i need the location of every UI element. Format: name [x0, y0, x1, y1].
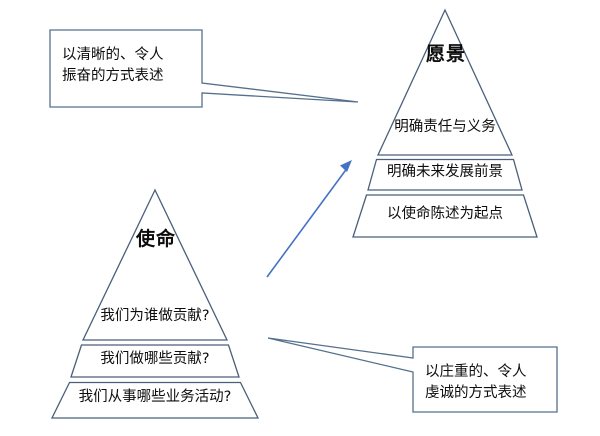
mission-pyramid-shape[interactable] [50, 188, 260, 419]
mission-to-vision-arrow [266, 160, 352, 278]
vision-band-3-label: 以使命陈述为起点 [387, 206, 503, 222]
vision-pyramid-shape[interactable] [352, 8, 538, 238]
vision-callout-text: 以清晰的、令人 振奋的方式表述 [62, 47, 164, 85]
mission-band-2-label: 我们做哪些贡献? [100, 351, 210, 367]
vision-band-1-label: 明确责任与义务 [394, 119, 496, 135]
mission-band-1-shape[interactable] [81, 188, 229, 341]
mission-band-3-label: 我们从事哪些业务活动? [78, 389, 232, 405]
mission-callout-shape[interactable] [267, 337, 558, 413]
mission-band-2-shape[interactable] [70, 344, 240, 378]
vision-callout-shape[interactable] [49, 29, 359, 108]
mission-band-1-label: 我们为谁做贡献? [100, 308, 210, 324]
vision-band-3-shape[interactable] [352, 194, 538, 238]
mission-pyramid-title: 使命 [135, 228, 177, 250]
vision-band-2-label: 明确未来发展前景 [387, 164, 503, 180]
vision-band-1-shape[interactable] [376, 8, 514, 156]
vision-band-2-shape[interactable] [367, 158, 523, 191]
vision-pyramid-title: 愿景 [425, 43, 467, 65]
mission-band-3-shape[interactable] [50, 381, 260, 419]
arrow-head-icon [340, 160, 352, 172]
mission-callout-text: 以庄重的、令人 虔诚的方式表述 [425, 364, 527, 402]
